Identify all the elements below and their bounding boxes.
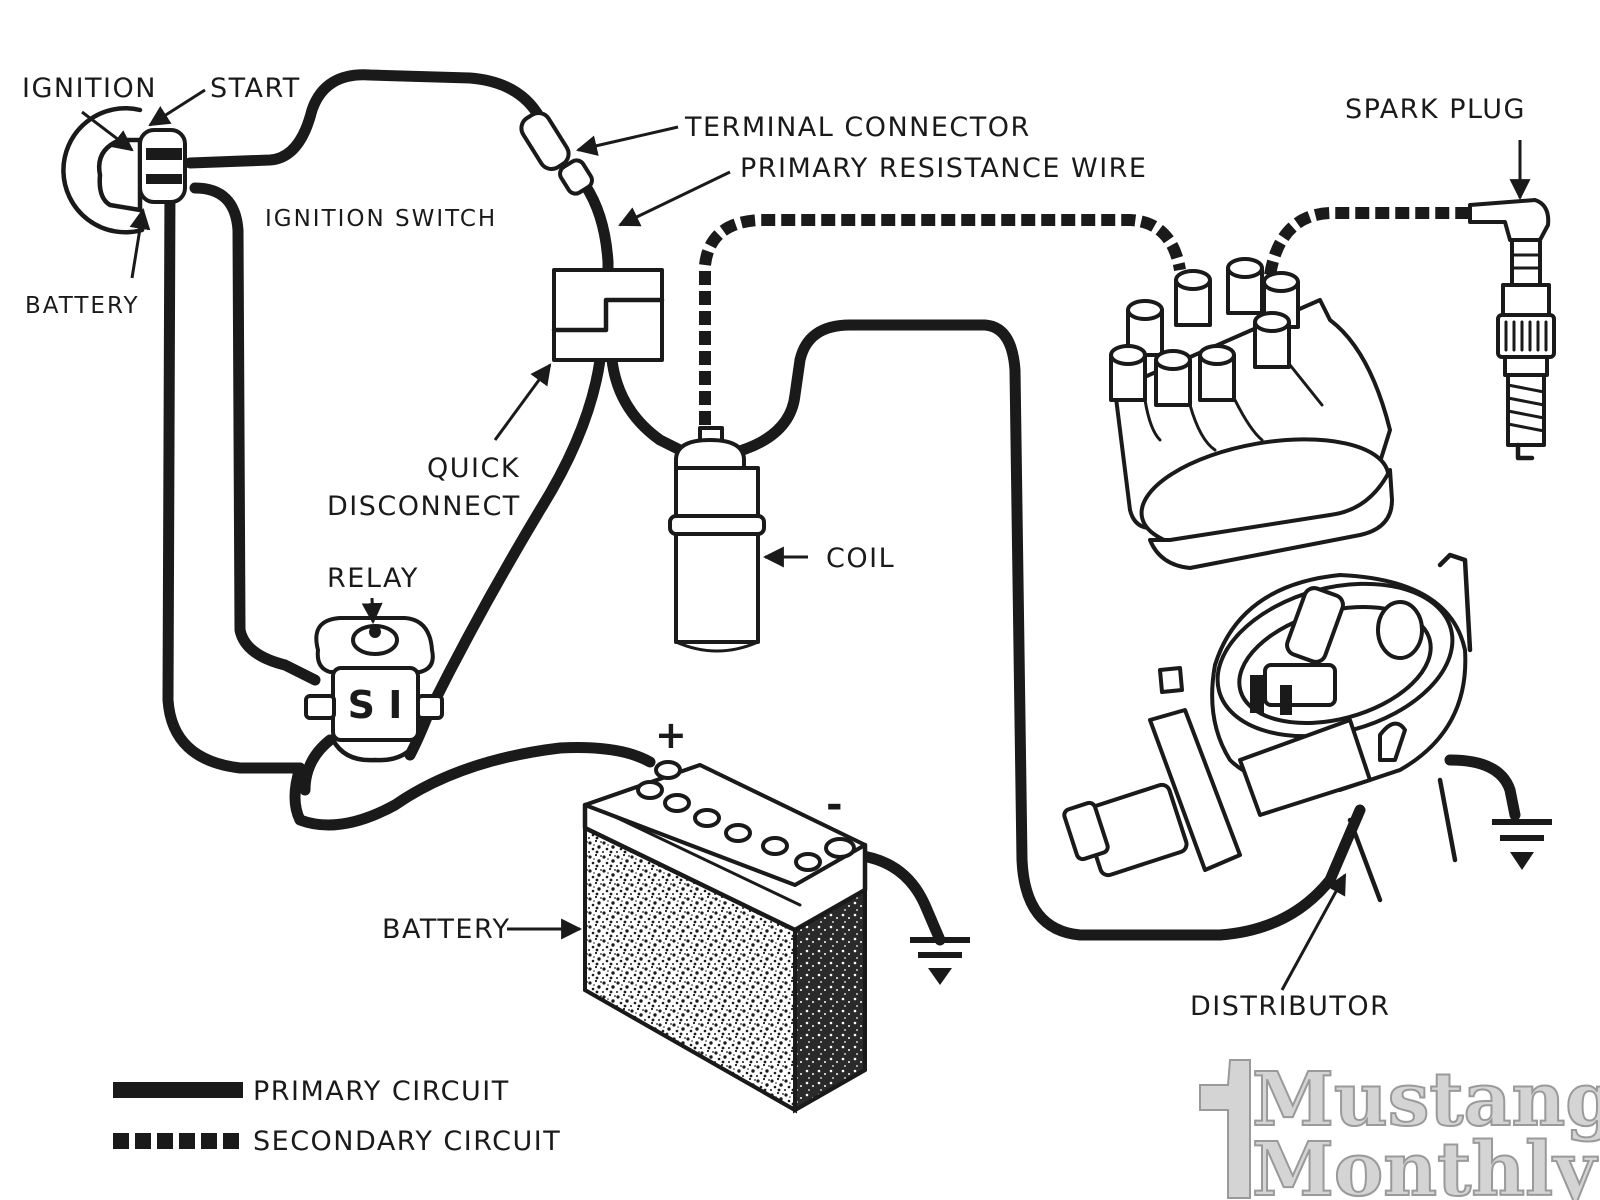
wire-switch-to-battery <box>162 179 656 831</box>
labels: IGNITION START BATTERY IGNITION SWITCH T… <box>22 73 1526 1022</box>
wire-switch-to-terminal <box>184 69 546 169</box>
wire-disconnect-to-coil <box>606 354 696 461</box>
cap-towers <box>1109 257 1300 407</box>
label-terminal-connector: TERMINAL CONNECTOR <box>684 112 1031 143</box>
terminal-battery <box>146 174 182 184</box>
label-battery-terminal: BATTERY <box>25 293 140 319</box>
label-relay: RELAY <box>327 563 419 594</box>
distributor-ground-symbol <box>1492 819 1552 870</box>
label-ignition-switch: IGNITION SWITCH <box>265 206 497 232</box>
wire-relay-loop <box>299 734 336 796</box>
label-quick-disconnect-line2: DISCONNECT <box>327 491 521 522</box>
label-quick-disconnect-line1: QUICK <box>427 453 520 484</box>
battery-ground-symbol <box>910 937 970 985</box>
relay: S I <box>304 597 444 763</box>
primary-resistance-wire <box>579 179 614 278</box>
primary-wiring <box>162 69 1521 946</box>
ignition-coil <box>668 426 808 653</box>
battery-caps <box>636 760 856 872</box>
wire-switch-battery-to-relay <box>189 182 321 686</box>
switch-body-outline <box>61 106 145 235</box>
arrow-start <box>148 88 206 127</box>
label-positive: + <box>655 713 687 757</box>
distributor-body <box>1062 552 1473 991</box>
terminal-start <box>146 148 182 160</box>
distributor-cap <box>1109 257 1394 570</box>
secondary-wiring <box>699 207 1470 425</box>
wire-distributor-ground <box>1444 754 1521 821</box>
wire-battery-ground <box>849 849 946 946</box>
label-primary-resistance-wire: PRIMARY RESISTANCE WIRE <box>740 153 1147 184</box>
arrow-battery-terminal <box>129 207 151 279</box>
terminal-connector <box>519 110 731 227</box>
label-distributor: DISTRIBUTOR <box>1190 991 1390 1022</box>
arrow-resistance-wire <box>618 170 731 227</box>
arrow-distributor <box>1280 873 1347 991</box>
label-ignition: IGNITION <box>22 73 157 104</box>
label-battery: BATTERY <box>382 914 511 945</box>
arrow-terminal-connector <box>575 125 679 156</box>
relay-marking: S I <box>348 683 403 727</box>
watermark-line1: Mustang <box>1252 1057 1600 1143</box>
legend-primary-label: PRIMARY CIRCUIT <box>253 1076 510 1107</box>
switch-key-slot <box>96 137 143 213</box>
arrow-relay <box>361 597 383 625</box>
spark-plug <box>1468 140 1556 461</box>
label-start: START <box>210 73 301 104</box>
battery <box>507 760 868 1114</box>
wire-coil-to-distributor <box>719 319 1366 941</box>
label-coil: COIL <box>826 543 895 574</box>
arrow-quick-disconnect <box>493 363 552 441</box>
wire-cap-to-plug <box>1264 207 1470 277</box>
mustang-monthly-watermark: Mustang Monthly <box>1199 1056 1600 1200</box>
legend-secondary-label: SECONDARY CIRCUIT <box>253 1126 561 1157</box>
legend: PRIMARY CIRCUIT SECONDARY CIRCUIT <box>113 1076 561 1157</box>
watermark-line2: Monthly <box>1252 1127 1598 1200</box>
wire-disconnect-to-relay <box>404 354 606 761</box>
arrow-ignition <box>81 110 134 152</box>
label-negative: - <box>826 782 843 828</box>
quick-disconnect <box>493 268 665 441</box>
ignition-switch <box>61 88 206 279</box>
label-spark-plug: SPARK PLUG <box>1345 94 1526 125</box>
switch-terminal-block <box>138 128 187 204</box>
